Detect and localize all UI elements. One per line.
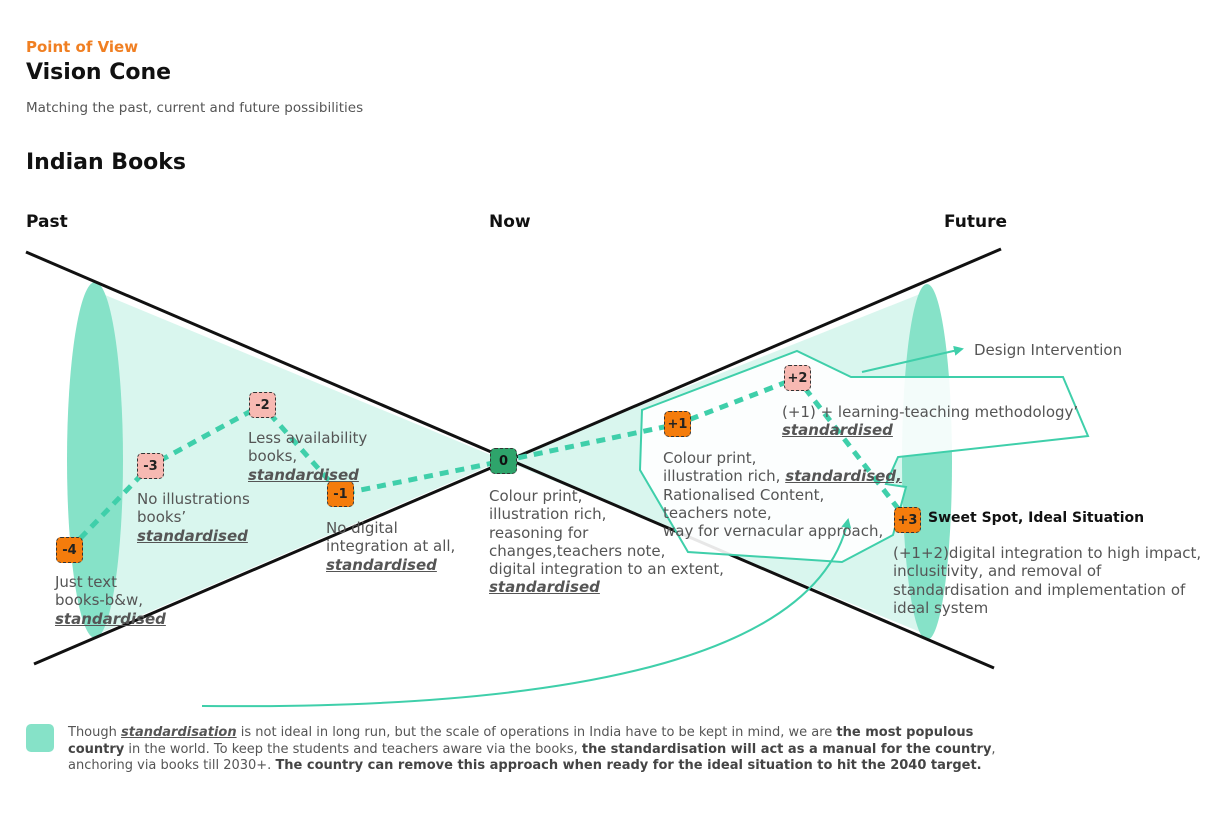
milestone-text-minus-1: No digital integration at all, standardi…	[326, 519, 456, 574]
era-label-past: Past	[26, 212, 68, 232]
section-heading: Indian Books	[26, 150, 187, 175]
milestone-badge-plus-1: +1	[664, 411, 691, 437]
note-color-swatch	[26, 724, 54, 752]
milestone-text-minus-4: Just text books-b&w, standardised	[55, 573, 166, 628]
milestone-badge-minus-2: -2	[249, 392, 276, 418]
milestone-badge-plus-3: +3	[894, 507, 921, 533]
milestone-text-plus-1: Colour print, illustration rich, standar…	[663, 449, 902, 541]
design-intervention-arrow	[861, 345, 964, 373]
milestone-badge-minus-1: -1	[327, 481, 354, 507]
milestone-badge-now: 0	[490, 448, 517, 474]
milestone-badge-minus-3: -3	[137, 453, 164, 479]
feedback-curve-arrow	[201, 518, 852, 708]
milestone-text-minus-3: No illustrations books’ standardised	[137, 490, 250, 545]
milestone-text-now: Colour print, illustration rich, reasoni…	[489, 487, 724, 597]
footer-note: Though standardisation is not ideal in l…	[68, 725, 996, 773]
era-label-now: Now	[489, 212, 531, 232]
milestone-badge-plus-2: +2	[784, 365, 811, 391]
sweet-spot-label: Sweet Spot, Ideal Situation	[928, 510, 1145, 526]
future-cone-ellipse	[902, 284, 952, 640]
milestone-text-plus-2: (+1) + learning-teaching methodology’ st…	[782, 403, 1079, 440]
era-label-future: Future	[944, 212, 1008, 232]
past-cone-fill	[93, 290, 503, 636]
milestone-text-plus-3: (+1+2)digital integration to high impact…	[893, 544, 1202, 617]
milestone-text-minus-2: Less availability books, standardised	[248, 429, 368, 484]
eyebrow-label: Point of View	[26, 38, 139, 56]
page-title: Vision Cone	[26, 60, 172, 85]
design-intervention-area	[638, 349, 1090, 564]
page-subtitle: Matching the past, current and future po…	[26, 100, 364, 116]
milestone-badge-minus-4: -4	[56, 537, 83, 563]
design-intervention-label: Design Intervention	[974, 341, 1123, 359]
cone-line-lower-left	[33, 247, 1002, 666]
